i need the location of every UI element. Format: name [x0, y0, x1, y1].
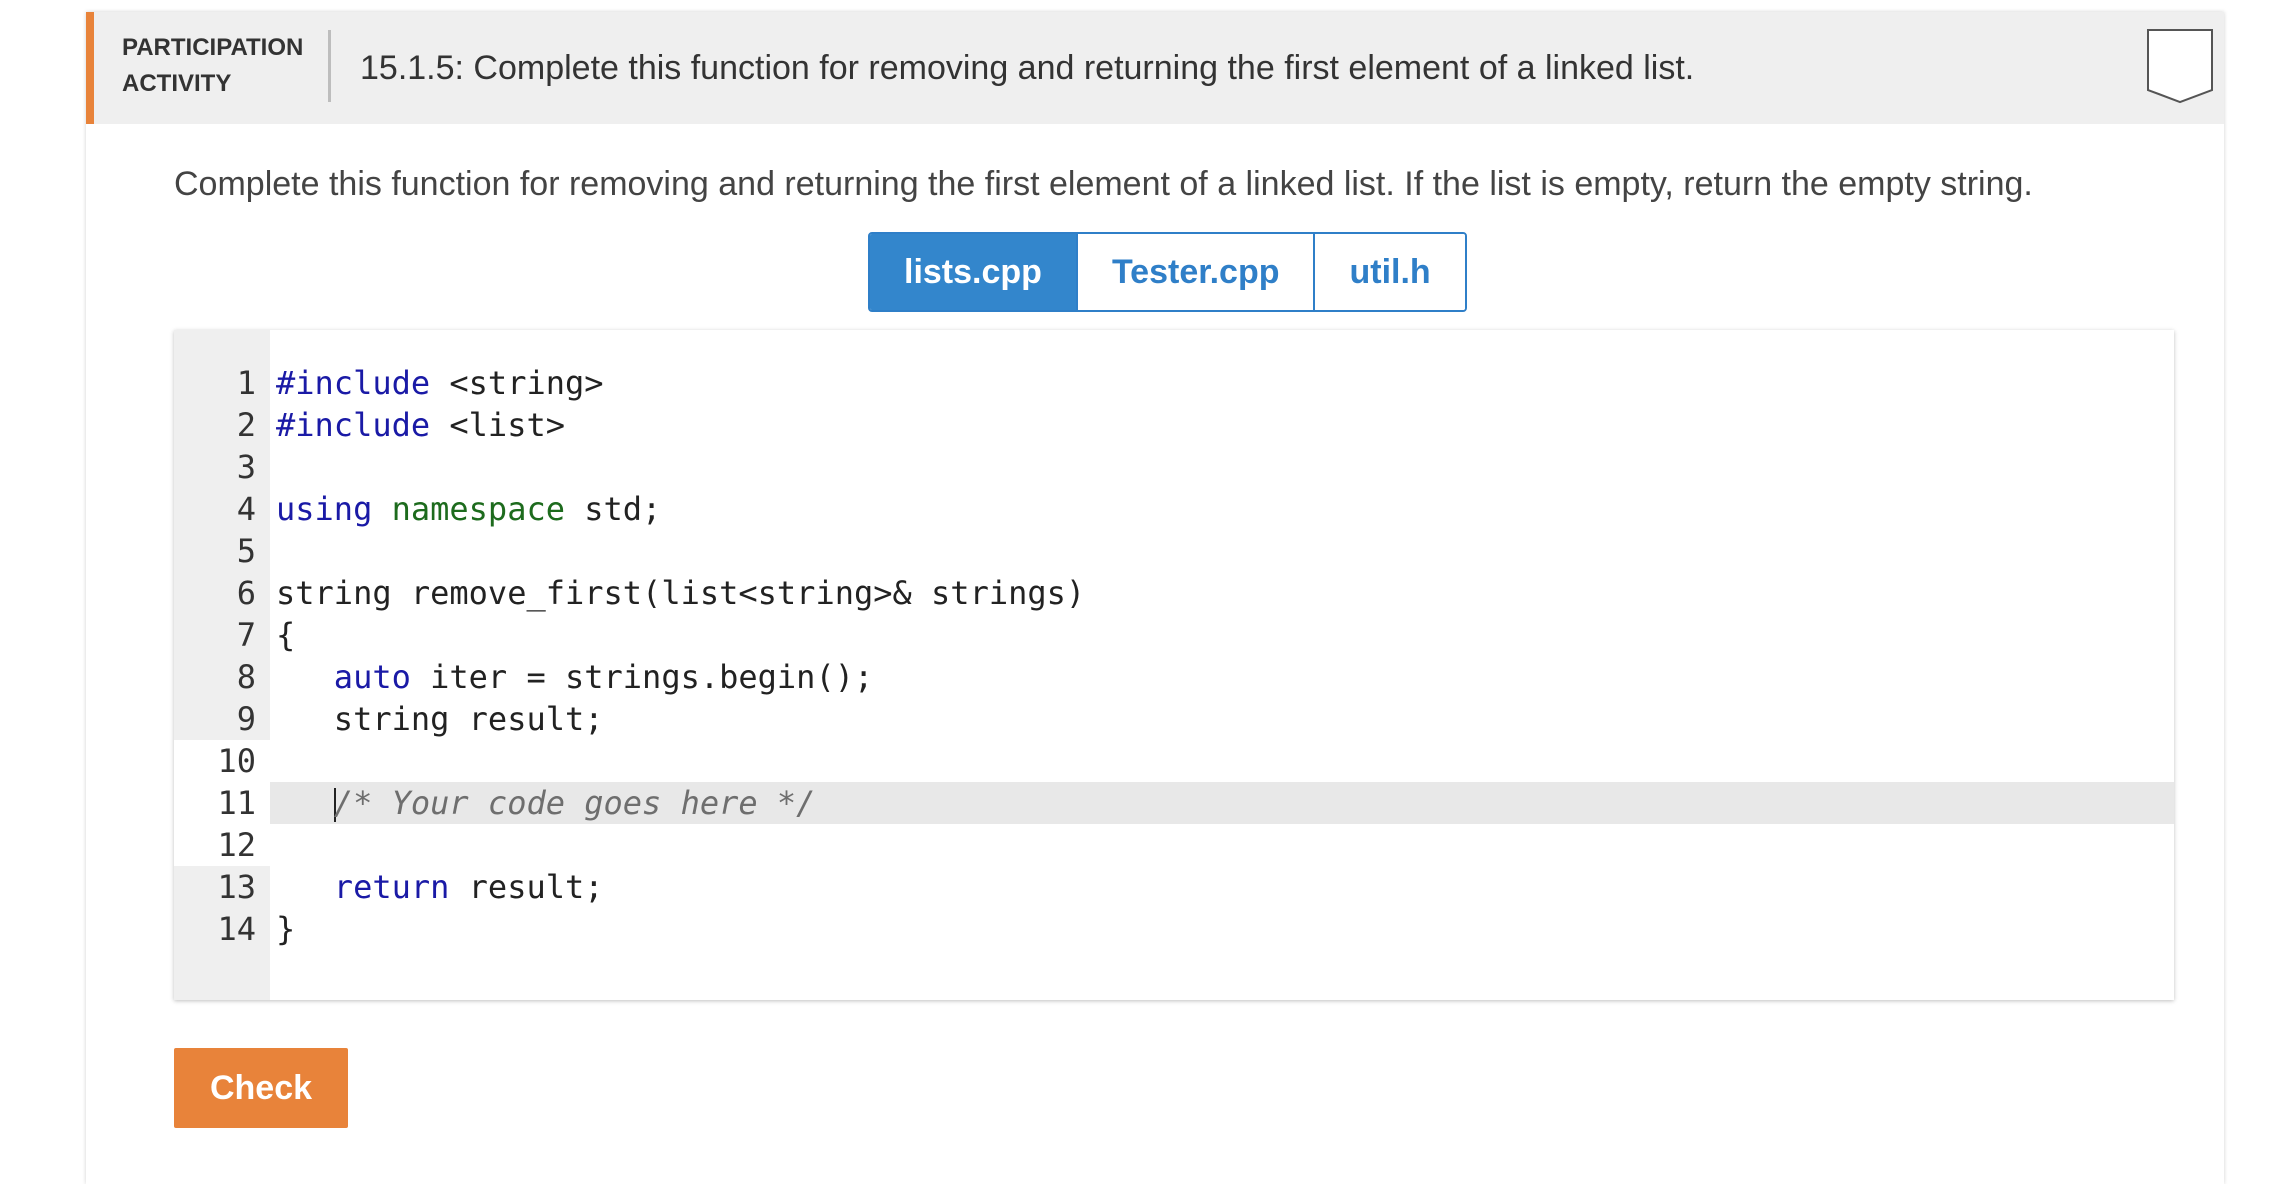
code-line — [270, 530, 2174, 572]
participation-activity-card: PARTICIPATION ACTIVITY 15.1.5: Complete … — [86, 12, 2224, 1184]
activity-type-label: PARTICIPATION ACTIVITY — [122, 30, 303, 102]
code-line[interactable] — [270, 824, 2174, 866]
tab-lists-cpp[interactable]: lists.cpp — [870, 234, 1076, 310]
code-token: { — [276, 616, 296, 654]
code-line-active[interactable]: /* Your code goes here */ — [270, 782, 2174, 824]
line-number: 10 — [174, 740, 270, 782]
code-token — [372, 490, 391, 528]
code-line: auto iter = strings.begin(); — [270, 656, 2174, 698]
code-token: #include — [276, 364, 431, 402]
code-token: string remove_first(list<string>& string… — [276, 574, 1086, 612]
code-token: std; — [564, 490, 662, 528]
code-line: { — [270, 614, 2174, 656]
activity-type-line2: ACTIVITY — [122, 70, 232, 97]
header-divider — [328, 30, 331, 102]
line-number: 3 — [236, 448, 256, 486]
line-number: 1 — [236, 364, 256, 402]
code-line[interactable] — [270, 740, 2174, 782]
line-number: 5 — [236, 532, 256, 570]
code-token: result; — [449, 868, 604, 906]
completion-bookmark-icon — [2147, 29, 2213, 104]
code-lines[interactable]: #include <string> #include <list> using … — [270, 362, 2174, 950]
code-token — [276, 658, 334, 696]
activity-instructions: Complete this function for removing and … — [174, 165, 2033, 203]
line-number: 9 — [236, 700, 256, 738]
code-line — [270, 446, 2174, 488]
code-editor[interactable]: 1 2 3 4 5 6 7 8 9 10 11 12 13 14 #includ… — [174, 330, 2174, 1000]
text-caret — [333, 788, 336, 822]
code-line: using namespace std; — [270, 488, 2174, 530]
code-token: <string> — [430, 364, 604, 402]
code-token: #include — [276, 406, 431, 444]
code-line: string result; — [270, 698, 2174, 740]
line-number: 12 — [174, 824, 270, 866]
activity-title: 15.1.5: Complete this function for remov… — [360, 49, 1695, 87]
code-line: return result; — [270, 866, 2174, 908]
check-button[interactable]: Check — [174, 1048, 348, 1128]
code-token: auto — [333, 658, 411, 696]
line-number: 2 — [236, 406, 256, 444]
line-number-gutter — [174, 330, 270, 1000]
code-line: } — [270, 908, 2174, 950]
code-token: iter = strings.begin(); — [410, 658, 874, 696]
line-number: 11 — [174, 782, 270, 824]
code-token: string result; — [276, 700, 604, 738]
tab-tester-cpp[interactable]: Tester.cpp — [1075, 234, 1314, 310]
code-token — [276, 868, 334, 906]
activity-header: PARTICIPATION ACTIVITY 15.1.5: Complete … — [86, 12, 2224, 124]
line-number: 6 — [236, 574, 256, 612]
line-number: 8 — [236, 658, 256, 696]
code-token: return — [333, 868, 450, 906]
code-line: #include <string> — [270, 362, 2174, 404]
tab-util-h[interactable]: util.h — [1313, 234, 1465, 310]
line-number: 7 — [236, 616, 256, 654]
line-number: 13 — [217, 868, 256, 906]
code-token: using — [276, 490, 373, 528]
activity-type-line1: PARTICIPATION — [122, 34, 304, 61]
code-line: string remove_first(list<string>& string… — [270, 572, 2174, 614]
file-tabs: lists.cpp Tester.cpp util.h — [868, 232, 1467, 312]
code-token: } — [276, 910, 296, 948]
line-number: 4 — [236, 490, 256, 528]
code-token — [276, 784, 334, 822]
line-number: 14 — [217, 910, 256, 948]
code-token: <list> — [430, 406, 565, 444]
line-numbers: 1 2 3 4 5 6 7 8 9 10 11 12 13 14 — [174, 362, 270, 950]
code-comment: /* Your code goes here */ — [333, 784, 816, 822]
code-token: namespace — [391, 490, 565, 528]
code-line: #include <list> — [270, 404, 2174, 446]
